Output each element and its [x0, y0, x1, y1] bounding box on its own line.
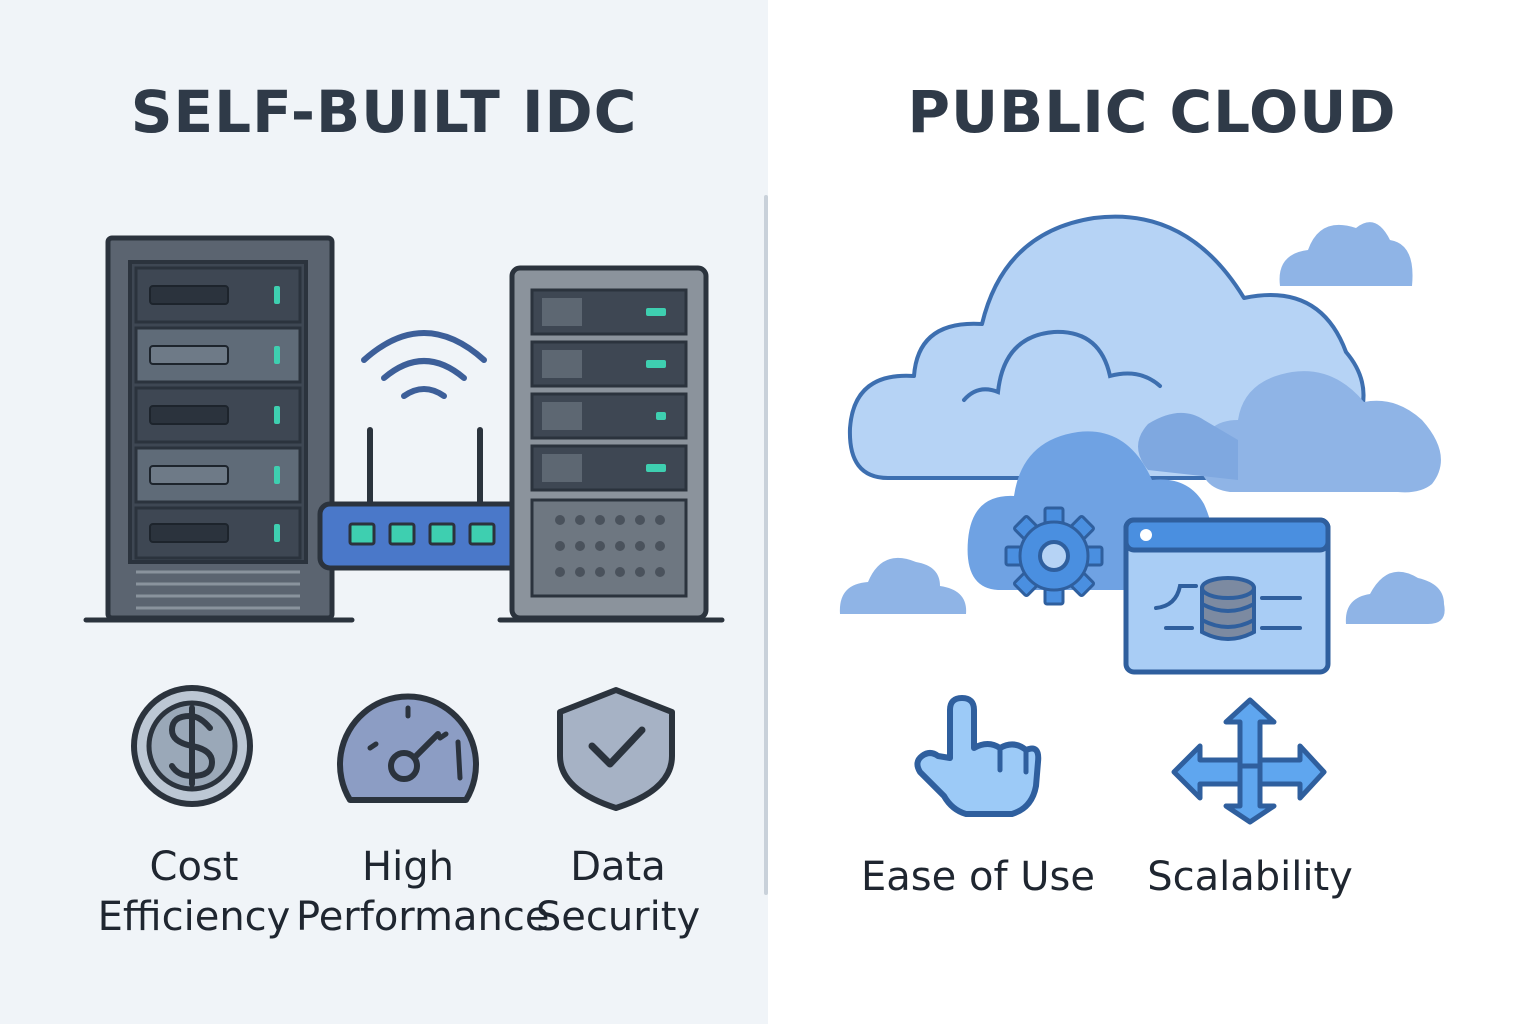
wifi-icon [361, 330, 487, 399]
feature-line: Performance [296, 894, 550, 940]
shield-check-icon [557, 687, 675, 811]
feature-line: Security [535, 894, 701, 940]
idc-illustration [83, 235, 725, 811]
four-way-arrows-icon [1171, 697, 1327, 825]
server-unit-icon [497, 265, 725, 623]
feature-high-performance: High Performance [296, 842, 550, 942]
feature-line: High [362, 844, 454, 890]
self-built-idc-panel: SELF-BUILT IDC [0, 0, 768, 1024]
pointing-hand-icon [914, 695, 1042, 817]
gear-icon [1004, 506, 1104, 606]
panel-divider [764, 195, 768, 895]
medium-cloud-icon [1138, 371, 1441, 493]
router-icon [317, 427, 531, 571]
feature-scalability: Scalability [1147, 854, 1353, 900]
cloud-illustration [839, 214, 1445, 825]
small-cloud-icon [839, 222, 1445, 624]
feature-data-security: Data Security [524, 842, 712, 942]
speedometer-icon [337, 693, 479, 803]
public-cloud-title: PUBLIC CLOUD [907, 78, 1397, 146]
feature-ease-of-use: Ease of Use [861, 854, 1095, 900]
feature-line: Data [570, 844, 666, 890]
server-rack-icon [83, 235, 355, 623]
dollar-coin-icon [131, 685, 253, 807]
feature-line: Cost [149, 844, 239, 890]
feature-cost-efficiency: Cost Efficiency [94, 842, 294, 942]
database-icon [1200, 576, 1256, 641]
public-cloud-panel: PUBLIC CLOUD [768, 0, 1536, 1024]
self-built-idc-title: SELF-BUILT IDC [130, 78, 638, 146]
feature-line: Efficiency [97, 894, 291, 940]
